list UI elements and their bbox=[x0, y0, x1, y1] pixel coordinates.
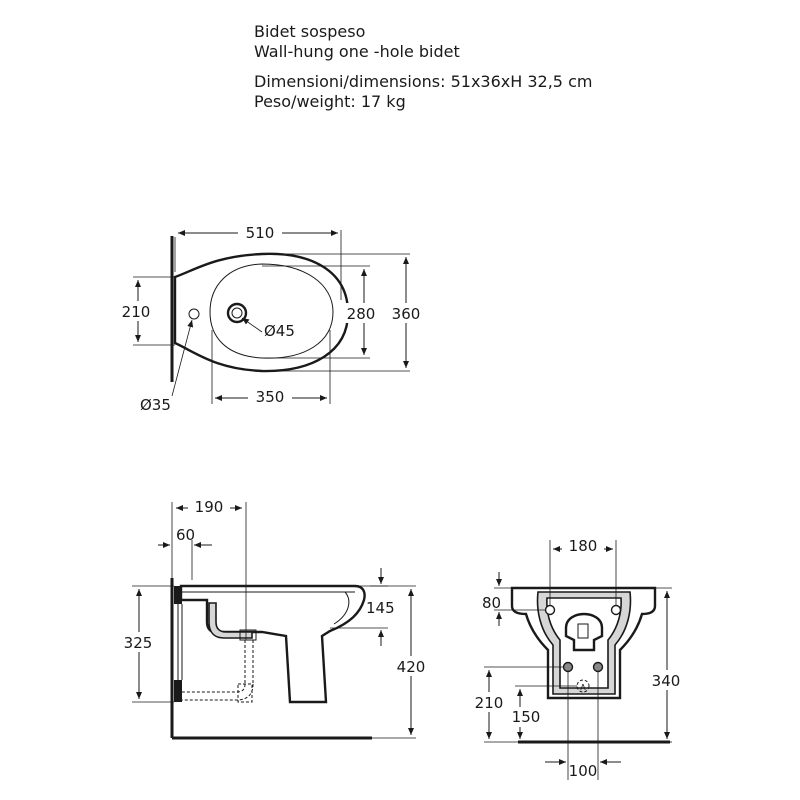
dim-360: 360 bbox=[392, 305, 421, 323]
dim-180: 180 bbox=[569, 537, 598, 555]
dim-325: 325 bbox=[124, 634, 153, 652]
dim-280: 280 bbox=[347, 305, 376, 323]
front-view-anchor-right bbox=[592, 661, 604, 673]
top-view-drain-outer bbox=[226, 302, 248, 324]
dim-145: 145 bbox=[366, 599, 395, 617]
dim-150: 150 bbox=[512, 708, 541, 726]
front-view-center-mark bbox=[576, 679, 590, 693]
side-view-internal-pipe bbox=[208, 602, 253, 639]
dimensions-text: Dimensioni/dimensions: 51x36xH 32,5 cm bbox=[254, 72, 593, 91]
front-view-anchor-left bbox=[562, 661, 574, 673]
top-view-drain-inner bbox=[231, 307, 243, 319]
front-view-outline bbox=[510, 586, 657, 700]
side-view-bracket-bottom bbox=[174, 680, 182, 702]
side-view: 190 60 325 145 420 bbox=[118, 496, 432, 740]
center-mark-label: A bbox=[580, 683, 586, 692]
top-view-outline bbox=[173, 252, 350, 373]
front-view-bolt-left bbox=[544, 604, 556, 616]
header-block: Bidet sospeso Wall-hung one -hole bidet … bbox=[254, 22, 592, 112]
dim-diameter-45: Ø45 bbox=[264, 322, 295, 340]
dim-60: 60 bbox=[176, 526, 195, 544]
dim-80: 80 bbox=[482, 594, 501, 612]
dim-350: 350 bbox=[256, 388, 285, 406]
side-view-bracket-top bbox=[174, 586, 182, 604]
dim-420: 420 bbox=[397, 658, 426, 676]
weight-text: Peso/weight: 17 kg bbox=[254, 92, 406, 111]
dim-diameter-35: Ø35 bbox=[140, 396, 171, 414]
title-english: Wall-hung one -hole bidet bbox=[254, 42, 460, 61]
dim-210-front: 210 bbox=[475, 694, 504, 712]
title-italian: Bidet sospeso bbox=[254, 22, 366, 41]
dim-340: 340 bbox=[652, 672, 681, 690]
top-view: 510 210 280 360 350 Ø45 Ø35 bbox=[118, 222, 428, 414]
dim-510: 510 bbox=[246, 224, 275, 242]
front-view-bolt-right bbox=[610, 604, 622, 616]
side-view-body bbox=[179, 584, 366, 704]
dim-210-top: 210 bbox=[122, 303, 151, 321]
front-view: A 180 80 210 150 340 100 bbox=[470, 535, 688, 780]
top-view-faucet-hole bbox=[188, 308, 200, 320]
front-view-boss bbox=[564, 612, 604, 652]
dim-100: 100 bbox=[569, 762, 598, 780]
dim-190: 190 bbox=[195, 498, 224, 516]
